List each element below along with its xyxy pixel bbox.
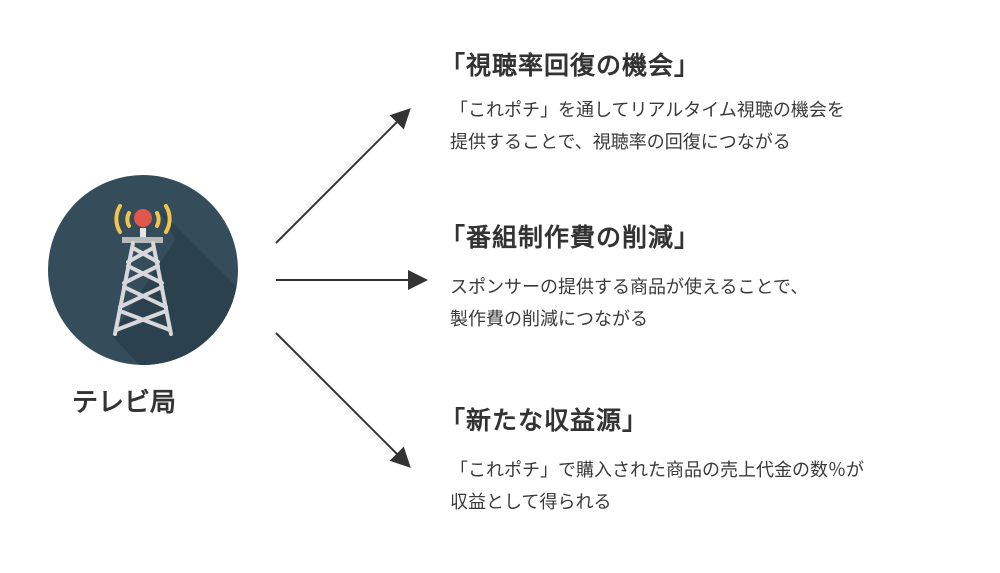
item-description: スポンサーの提供する商品が使えることで、 製作費の削減につながる — [450, 272, 808, 336]
item-description: 「これポチ」で購入された商品の売上代金の数％が 収益として得られる — [450, 455, 864, 519]
description-line: 収益として得られる — [450, 492, 612, 513]
description-line: 提供することで、視聴率の回復につながる — [450, 132, 791, 153]
description-line: 製作費の削減につながる — [450, 309, 648, 330]
arrow-to-item-1 — [275, 108, 411, 244]
description-line: 「これポチ」を通してリアルタイム視聴の機会を — [450, 100, 845, 121]
station-label: テレビ局 — [72, 388, 177, 418]
item-description: 「これポチ」を通してリアルタイム視聴の機会を 提供することで、視聴率の回復につな… — [450, 95, 845, 159]
broadcast-tower-icon — [48, 175, 238, 365]
item-title: 「番組制作費の削減」 — [440, 223, 701, 252]
item-title: 「新たな収益源」 — [440, 406, 649, 435]
arrow-to-item-3 — [275, 332, 411, 468]
description-line: スポンサーの提供する商品が使えることで、 — [450, 277, 809, 298]
item-title: 「視聴率回復の機会」 — [440, 51, 701, 80]
description-line: 「これポチ」で購入された商品の売上代金の数％が — [450, 460, 864, 481]
